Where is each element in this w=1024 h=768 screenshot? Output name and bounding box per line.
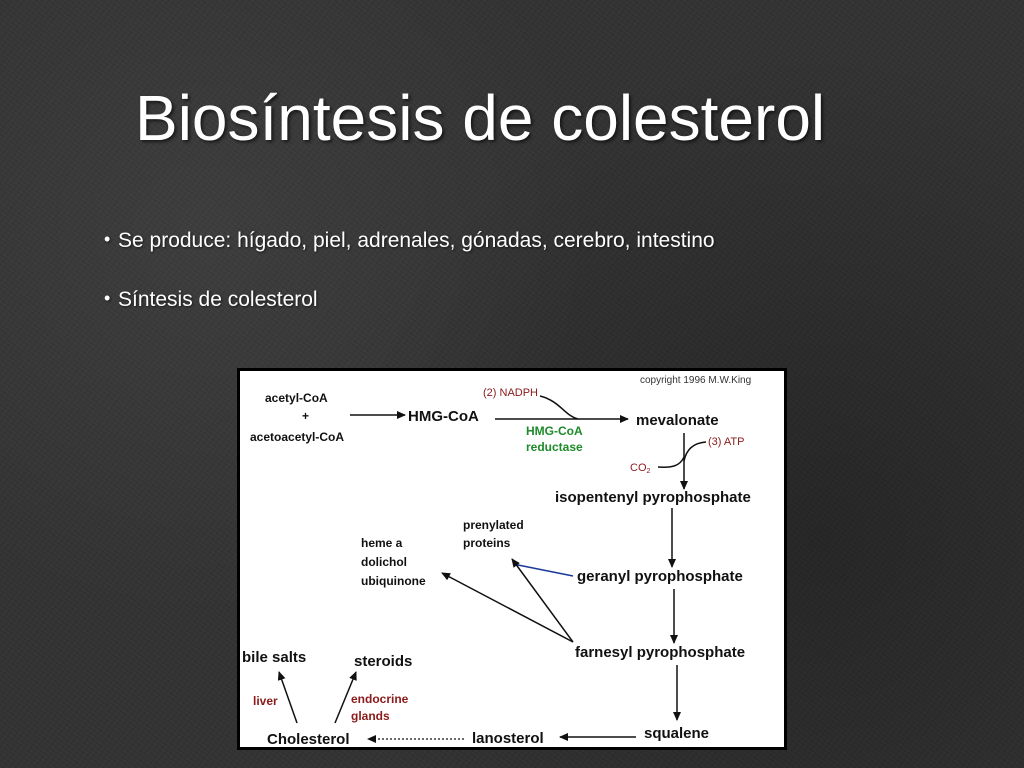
label-nadph: (2) NADPH (483, 387, 538, 399)
label-liver: liver (253, 694, 278, 708)
bullet-text: Síntesis de colesterol (118, 288, 318, 311)
copyright-text: copyright 1996 M.W.King (640, 375, 751, 386)
label-cholesterol: Cholesterol (267, 731, 350, 747)
label-bile-salts: bile salts (242, 649, 306, 666)
label-hmg-coa: HMG-CoA (408, 408, 479, 425)
label-ubiquinone: ubiquinone (361, 574, 426, 588)
arrow-atp-cofactor (683, 441, 707, 462)
arrow-farnesyl-to-prenylated (511, 558, 574, 643)
label-hmg-reductase-2: reductase (526, 440, 583, 454)
arrow-co2-release (657, 456, 685, 468)
label-heme-a: heme a (361, 536, 403, 550)
label-acetoacetyl-coa: acetoacetyl-CoA (250, 430, 344, 444)
label-plus: + (302, 409, 309, 423)
label-endocrine-2: glands (351, 709, 390, 723)
label-dolichol: dolichol (361, 555, 407, 569)
arrow-to-bile-salts (277, 671, 298, 724)
bullet-synthesis: • Síntesis de colesterol (104, 288, 318, 312)
label-lanosterol: lanosterol (472, 730, 544, 747)
label-prenylated-1: prenylated (463, 518, 524, 532)
label-hmg-reductase-1: HMG-CoA (526, 424, 583, 438)
bullet-dot-icon: • (104, 288, 111, 308)
label-mevalonate: mevalonate (636, 412, 719, 429)
arrow-farnesyl-to-heme (441, 572, 574, 643)
arrow-geranyl-to-prenylated (512, 563, 574, 577)
label-geranyl-pyrophosphate: geranyl pyrophosphate (577, 568, 743, 585)
label-prenylated-2: proteins (463, 536, 511, 550)
label-isopentenyl-pyrophosphate: isopentenyl pyrophosphate (555, 489, 751, 506)
pathway-diagram: copyright 1996 M.W.King acetyl-CoA + ace… (242, 375, 751, 747)
bullet-text: Se produce: hígado, piel, adrenales, gón… (118, 229, 715, 252)
label-atp: (3) ATP (708, 436, 744, 448)
bullet-dot-icon: • (104, 229, 111, 249)
label-farnesyl-pyrophosphate: farnesyl pyrophosphate (575, 644, 745, 661)
label-acetyl-coa: acetyl-CoA (265, 391, 328, 405)
label-endocrine-1: endocrine (351, 692, 409, 706)
label-co2: CO2 (630, 462, 651, 475)
slide-title: Biosíntesis de colesterol (135, 82, 826, 154)
arrow-to-steroids (334, 671, 357, 724)
bullet-tissues: • Se produce: hígado, piel, adrenales, gó… (104, 229, 715, 253)
label-squalene: squalene (644, 725, 709, 742)
cholesterol-pathway-figure: copyright 1996 M.W.King acetyl-CoA + ace… (237, 368, 787, 750)
label-steroids: steroids (354, 653, 412, 670)
arrow-nadph-cofactor (539, 395, 579, 420)
